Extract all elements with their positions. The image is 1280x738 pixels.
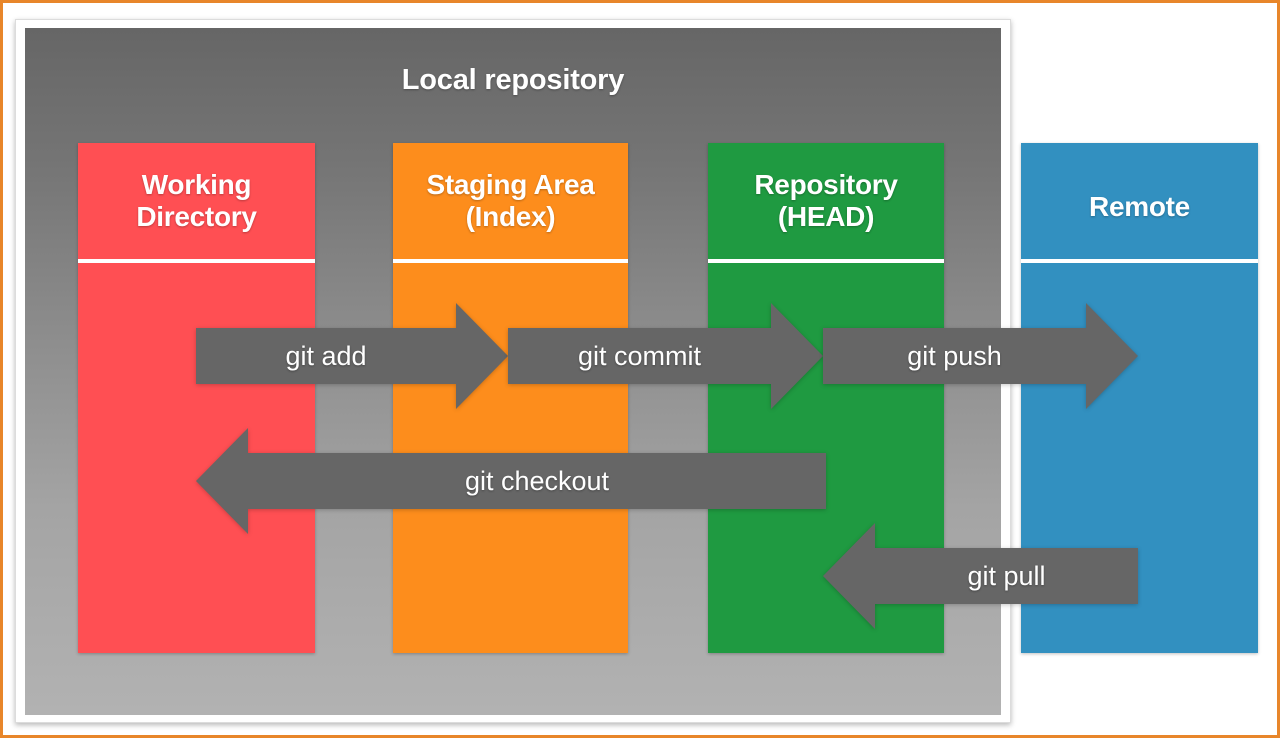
column-repository-head[interactable]: Repository (HEAD) xyxy=(708,143,944,653)
column-divider-repository-head xyxy=(708,259,944,263)
column-title-remote: Remote xyxy=(1089,191,1190,222)
arrow-git-pull[interactable]: git pull xyxy=(823,523,1138,629)
column-working-directory[interactable]: Working Directory xyxy=(78,143,315,653)
column-title-staging-area: Staging Area (Index) xyxy=(426,169,595,233)
column-divider-working-directory xyxy=(78,259,315,263)
column-staging-area[interactable]: Staging Area (Index) xyxy=(393,143,628,653)
column-title-repository-head: Repository (HEAD) xyxy=(754,169,898,233)
arrow-git-push[interactable]: git push xyxy=(823,303,1138,409)
column-divider-remote xyxy=(1021,259,1258,263)
arrow-git-add[interactable]: git add xyxy=(196,303,508,409)
column-title-working-directory: Working Directory xyxy=(136,169,257,233)
arrow-git-commit[interactable]: git commit xyxy=(508,303,823,409)
page-title: Local repository xyxy=(401,64,625,96)
arrow-git-checkout[interactable]: git checkout xyxy=(196,428,826,534)
column-divider-staging-area xyxy=(393,259,628,263)
